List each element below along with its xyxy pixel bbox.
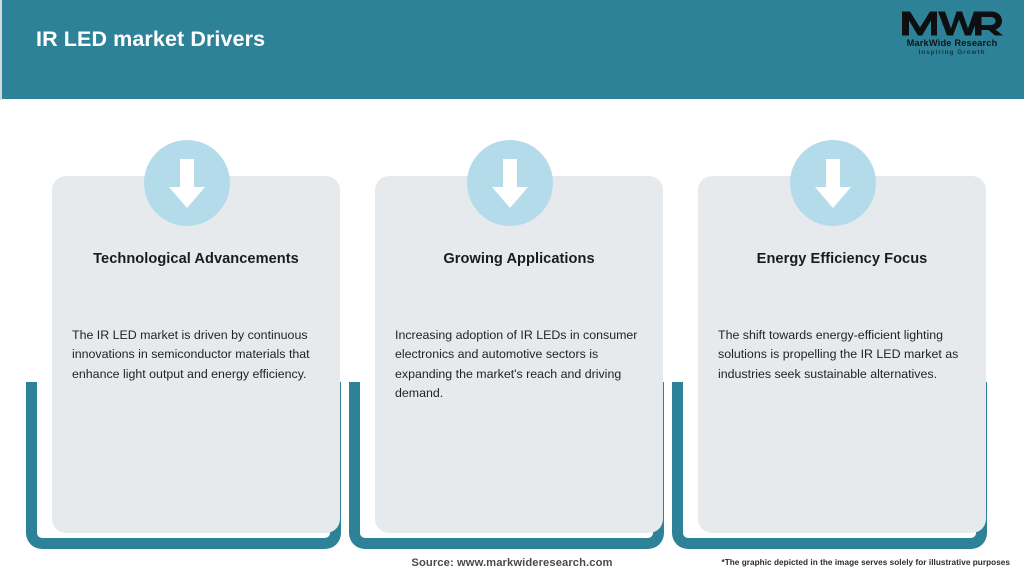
card-body-text: Increasing adoption of IR LEDs in consum… [395, 328, 638, 401]
card-icon-badge [467, 140, 553, 226]
driver-card-3: Energy Efficiency Focus The shift toward… [672, 0, 1002, 576]
left-edge-line [0, 0, 2, 100]
card-panel: Growing Applications Increasing adoption… [375, 176, 663, 533]
down-arrow-icon [815, 159, 851, 208]
source-label: Source: www.markwideresearch.com [411, 557, 613, 569]
card-title: Energy Efficiency Focus [756, 251, 928, 267]
header-bar: IR LED market Drivers MarkWide Research … [0, 0, 1024, 100]
disclaimer-label: *The graphic depicted in the image serve… [721, 558, 1010, 567]
card-body-text: The shift towards energy-efficient light… [718, 328, 959, 381]
driver-card-1: Technological Advancements The IR LED ma… [26, 0, 356, 576]
card-panel: Energy Efficiency Focus The shift toward… [698, 176, 986, 533]
driver-card-2: Growing Applications Increasing adoption… [349, 0, 679, 576]
card-body-text: The IR LED market is driven by continuou… [72, 328, 310, 381]
card-panel: Technological Advancements The IR LED ma… [52, 176, 340, 533]
page-title: IR LED market Drivers [36, 27, 266, 51]
card-icon-badge [144, 140, 230, 226]
logo-tagline: Inspiring Growth [918, 49, 986, 57]
card-icon-badge [790, 140, 876, 226]
mwr-logo-icon [902, 11, 1003, 36]
card-title: Technological Advancements [93, 251, 299, 267]
down-arrow-icon [169, 159, 205, 208]
brand-logo: MarkWide Research Inspiring Growth [894, 8, 1010, 60]
down-arrow-icon [492, 159, 528, 208]
card-title: Growing Applications [443, 251, 595, 267]
logo-company-name: MarkWide Research [906, 38, 998, 48]
